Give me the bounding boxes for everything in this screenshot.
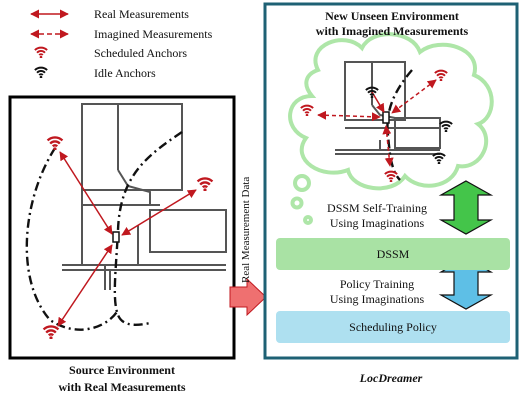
source-caption: Source Environment with Real Measurement… <box>10 362 234 396</box>
dssm-training-arrow-icon <box>438 180 494 235</box>
dssm-label: DSSM <box>376 246 410 261</box>
legend <box>30 9 69 78</box>
legend-imagined-label: Imagined Measurements <box>94 27 213 41</box>
target-device <box>382 111 390 124</box>
target-title-line1: New Unseen Environment <box>325 9 459 23</box>
target-imagined-measurements <box>317 79 437 167</box>
source-caption-line1: Source Environment <box>69 363 175 377</box>
scheduling-policy-band: Scheduling Policy <box>276 311 510 343</box>
legend-idle-wifi-icon <box>33 66 49 78</box>
dssm-training-line1: DSSM Self-Training <box>327 201 427 215</box>
policy-training-line1: Policy Training <box>339 277 415 291</box>
policy-training-arrow-icon <box>438 257 494 310</box>
locdreamer-caption: LocDreamer <box>359 371 423 385</box>
source-trajectory-right <box>113 131 183 326</box>
legend-real-label: Real Measurements <box>94 7 189 21</box>
dssm-band: DSSM <box>276 238 510 270</box>
scheduling-policy-label: Scheduling Policy <box>349 319 437 334</box>
source-frame <box>8 95 236 360</box>
source-device <box>112 231 120 243</box>
policy-training-label: Policy Training Using Imaginations <box>318 277 436 307</box>
target-title: New Unseen Environment with Imagined Mea… <box>268 9 516 39</box>
dssm-training-line2: Using Imaginations <box>329 216 425 230</box>
legend-scheduled-wifi-icon <box>33 46 49 58</box>
policy-training-line2: Using Imaginations <box>329 292 425 306</box>
target-title-line2: with Imagined Measurements <box>315 24 469 38</box>
target-real-measurement <box>371 91 385 113</box>
source-environment <box>8 95 236 360</box>
dssm-training-label: DSSM Self-Training Using Imaginations <box>318 201 436 231</box>
source-caption-line2: with Real Measurements <box>58 380 186 394</box>
legend-scheduled-label: Scheduled Anchors <box>94 46 187 60</box>
right-arrow-icon <box>229 277 267 317</box>
transfer-arrow-label: Real Measurement Data <box>240 176 252 283</box>
target-environment <box>263 2 519 360</box>
legend-idle-label: Idle Anchors <box>94 66 156 80</box>
source-real-measurements <box>57 151 197 327</box>
